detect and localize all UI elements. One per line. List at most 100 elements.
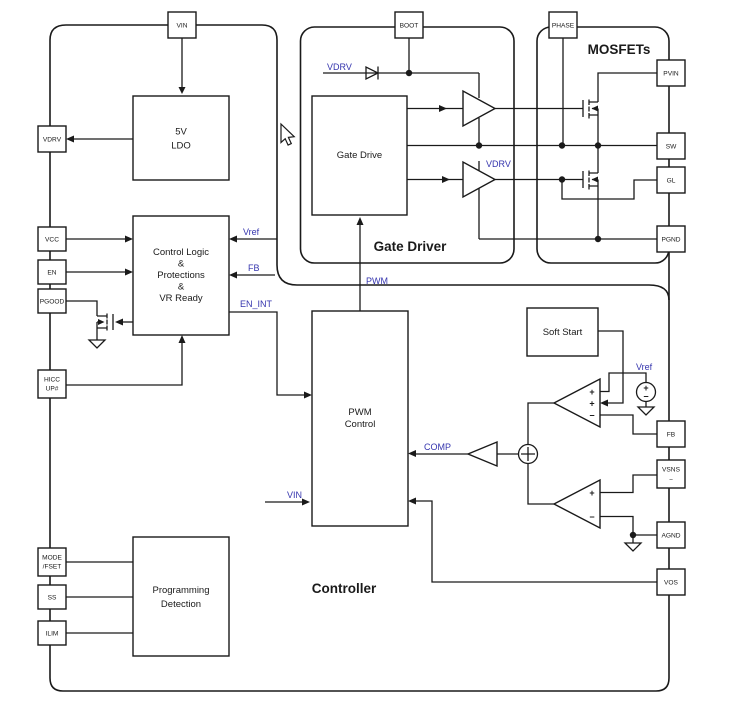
wire-en-int — [229, 311, 308, 396]
svg-text:+: + — [589, 399, 594, 409]
pin-fb: FB — [656, 420, 686, 448]
pin-pgood: PGOOD — [37, 288, 67, 314]
svg-text:Gate Drive: Gate Drive — [337, 150, 382, 161]
pin-hicc-up: HICC UP# — [37, 369, 67, 399]
svg-text:VSNS: VSNS — [662, 467, 681, 474]
high-side-mosfet-icon — [582, 99, 599, 146]
svg-text:PWM: PWM — [348, 407, 371, 418]
svg-text:HICC: HICC — [44, 377, 60, 384]
agnd-gnd-icon — [623, 542, 643, 552]
pin-en: EN — [37, 259, 67, 285]
svg-text:VIN: VIN — [177, 23, 188, 30]
signal-pwm: PWM — [366, 276, 388, 286]
pin-pvin: PVIN — [656, 59, 686, 87]
wire-pgood — [66, 300, 98, 316]
wire-softstart-out — [598, 330, 624, 404]
pin-ss: SS — [37, 584, 67, 610]
pin-boot: BOOT — [394, 11, 424, 39]
pin-gl: GL — [656, 166, 686, 194]
svg-text:−: − — [589, 411, 594, 421]
svg-text:PGND: PGND — [661, 237, 680, 244]
mosfets-title: MOSFETs — [588, 42, 651, 57]
ldo-block: 5V LDO — [132, 95, 230, 181]
svg-text:ILIM: ILIM — [46, 631, 59, 638]
svg-text:Protections: Protections — [157, 270, 205, 281]
upper-error-amp-icon: + + − — [552, 377, 601, 429]
svg-text:SS: SS — [48, 595, 57, 602]
svg-text:PHASE: PHASE — [552, 23, 575, 30]
wire-lower-amp-out — [527, 464, 554, 505]
signal-en-int: EN_INT — [240, 299, 273, 309]
svg-text:VCC: VCC — [45, 237, 59, 244]
pin-vcc: VCC — [37, 226, 67, 252]
pin-agnd: AGND — [656, 521, 686, 549]
programming-detection-block: Programming Detection — [132, 536, 230, 657]
pgood-mosfet-icon — [96, 313, 114, 340]
pwm-control-block: PWM Control — [311, 310, 409, 527]
svg-text:VOS: VOS — [664, 580, 679, 587]
upper-driver-buffer-icon — [462, 89, 497, 128]
pin-vdrv: VDRV — [37, 125, 67, 153]
low-side-mosfet-icon — [582, 145, 599, 239]
svg-text:Programming: Programming — [152, 585, 209, 596]
wire-fb-net — [600, 414, 657, 435]
lower-error-amp-icon: + − — [552, 478, 601, 530]
wire-pvin — [597, 72, 657, 102]
arrowheads — [66, 87, 608, 506]
svg-text:Control: Control — [345, 419, 376, 430]
pgood-gnd-icon — [87, 339, 107, 349]
lower-driver-buffer-icon — [462, 160, 497, 199]
mouse-cursor-icon — [280, 122, 296, 146]
wire-gl-route — [561, 179, 657, 200]
control-logic-block: Control Logic & Protections & VR Ready — [132, 215, 230, 336]
gate-driver-title: Gate Driver — [374, 239, 448, 254]
signal-vref-ctl: Vref — [243, 227, 260, 237]
svg-text:VR Ready: VR Ready — [159, 293, 203, 304]
svg-text:GL: GL — [667, 178, 676, 185]
pin-vos: VOS — [656, 568, 686, 596]
ldo-label-1: 5V — [175, 127, 187, 138]
signal-comp: COMP — [424, 442, 451, 452]
comp-buffer-icon — [466, 440, 498, 468]
svg-text:Soft Start: Soft Start — [543, 327, 583, 338]
pin-ilim: ILIM — [37, 620, 67, 646]
soft-start-block: Soft Start — [526, 307, 599, 357]
pin-vin: VIN — [167, 11, 197, 39]
signal-vdrv-low: VDRV — [486, 159, 511, 169]
vref-plus-mark: + — [643, 383, 648, 393]
svg-text:&: & — [178, 259, 185, 270]
svg-text:−: − — [589, 512, 594, 522]
vref-source-icon: + − — [635, 381, 657, 416]
svg-text:AGND: AGND — [661, 533, 680, 540]
svg-text:SW: SW — [666, 144, 677, 151]
signal-vref-src: Vref — [636, 362, 653, 372]
svg-text:−: − — [669, 477, 673, 484]
diode-icon — [365, 65, 380, 81]
svg-text:PVIN: PVIN — [663, 71, 679, 78]
junction-dots — [405, 69, 637, 539]
pin-pgnd: PGND — [656, 225, 686, 253]
wire-agnd-net — [600, 515, 657, 536]
svg-text:/FSET: /FSET — [43, 564, 62, 571]
wire-vsns-net — [600, 474, 657, 494]
signal-vin: VIN — [287, 490, 302, 500]
svg-text:VDRV: VDRV — [43, 137, 62, 144]
summing-node-icon — [517, 443, 539, 465]
svg-text:FB: FB — [667, 432, 676, 439]
vref-minus-mark: − — [643, 392, 648, 402]
svg-text:MODE: MODE — [42, 555, 62, 562]
svg-text:PGOOD: PGOOD — [40, 299, 65, 306]
pin-vsns: VSNS − — [656, 459, 686, 489]
svg-text:BOOT: BOOT — [400, 23, 419, 30]
svg-text:UP#: UP# — [46, 386, 59, 393]
svg-text:&: & — [178, 282, 185, 293]
gate-drive-block: Gate Drive — [311, 95, 408, 216]
pin-sw: SW — [656, 132, 686, 160]
pin-mode-fset: MODE /FSET — [37, 547, 67, 577]
wire-hicc — [66, 339, 183, 386]
signal-fb-ctl: FB — [248, 263, 260, 273]
controller-title: Controller — [312, 581, 377, 596]
svg-text:EN: EN — [47, 270, 56, 277]
pin-phase: PHASE — [548, 11, 578, 39]
